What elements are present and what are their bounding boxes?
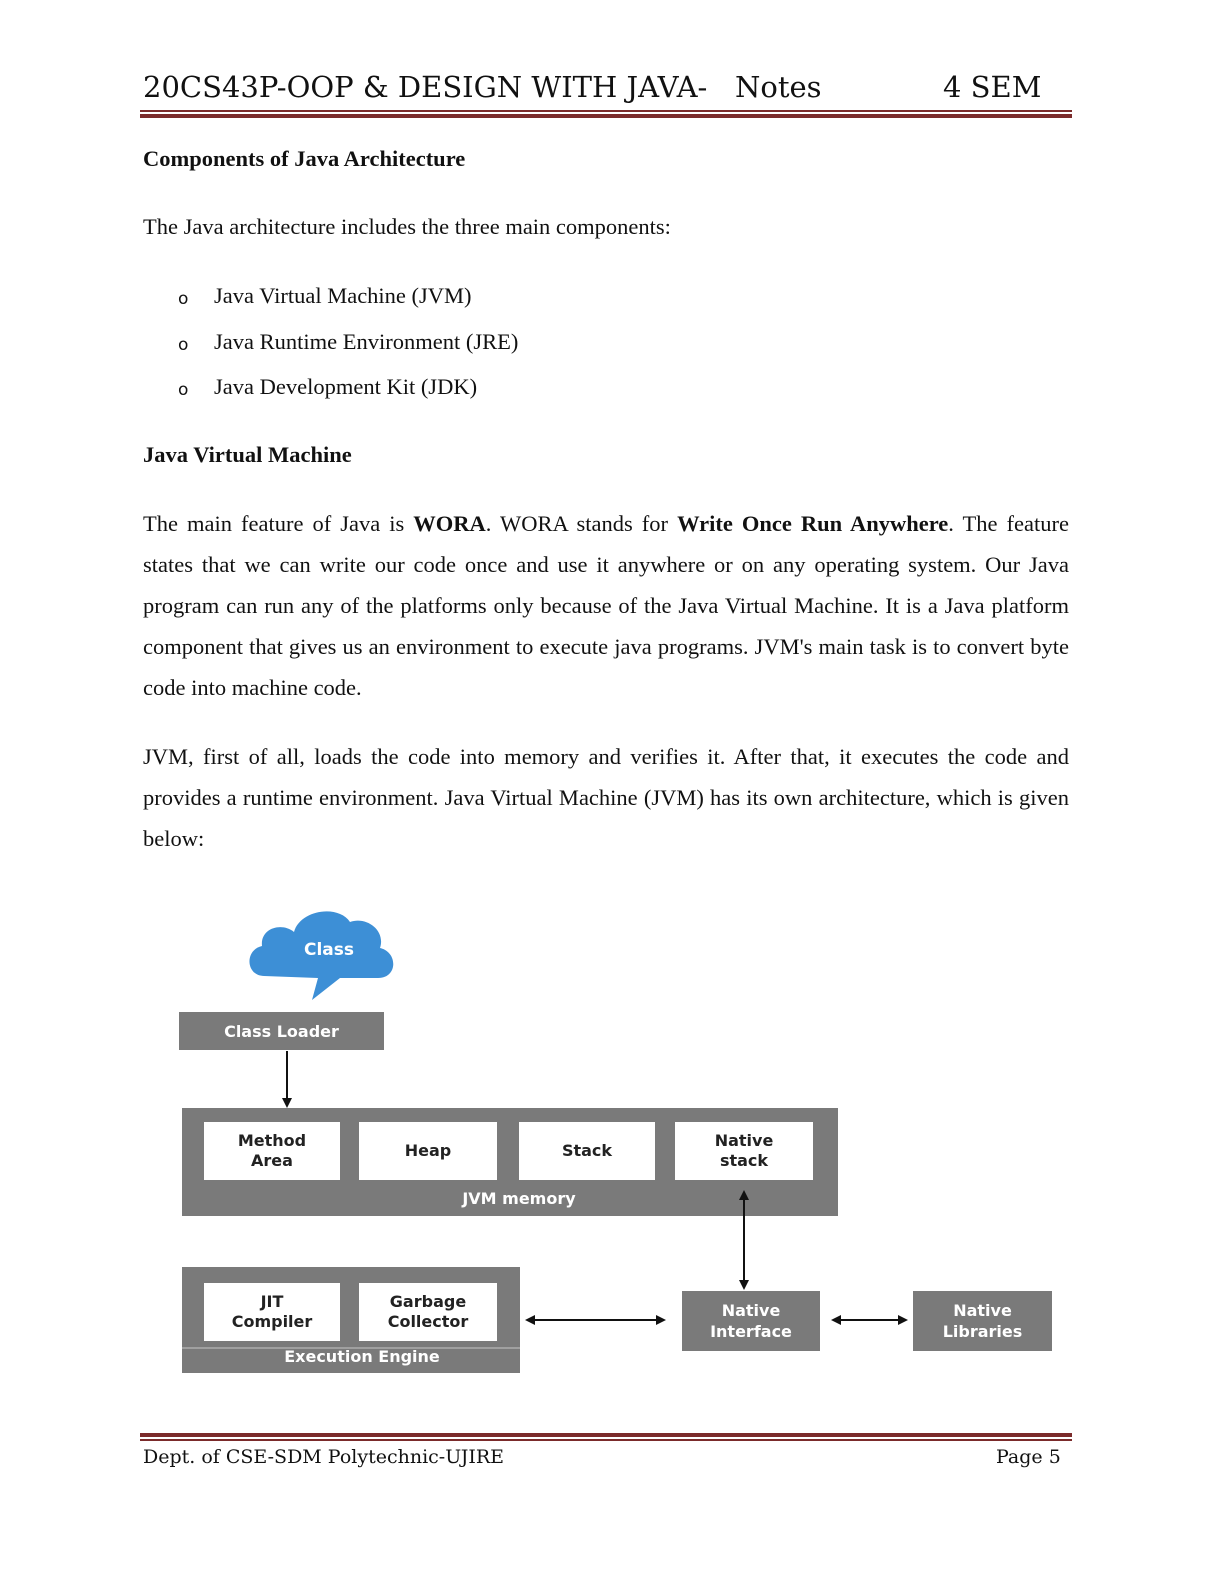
- header-semester: 4 SEM: [943, 70, 1042, 104]
- execution-engine-label: Execution Engine: [284, 1347, 440, 1366]
- box-label: Compiler: [231, 1312, 313, 1331]
- paragraph-text: The main feature of Java is: [143, 511, 414, 536]
- jvm-memory-label: JVM memory: [462, 1189, 576, 1208]
- paragraph-wora: The main feature of Java is WORA. WORA s…: [143, 503, 1069, 708]
- box-label: Libraries: [942, 1322, 1023, 1341]
- box-label: Method: [237, 1131, 307, 1150]
- bullet-marker: o: [178, 289, 189, 309]
- box-label: Native: [721, 1301, 781, 1320]
- footer-page-number: Page 5: [996, 1446, 1061, 1468]
- box-label: Collector: [387, 1312, 469, 1331]
- box-label: JIT: [260, 1292, 284, 1311]
- bold-term-write-once-run-anywhere: Write Once Run Anywhere: [677, 511, 949, 536]
- list-item: o Java Virtual Machine (JVM): [143, 282, 518, 328]
- engine-divider: [182, 1347, 520, 1349]
- footer-rule-thin: [140, 1439, 1072, 1441]
- header-title: 20CS43P-OOP & DESIGN WITH JAVA- Notes: [143, 70, 822, 104]
- box-label: Interface: [710, 1322, 792, 1341]
- box-label: Area: [251, 1151, 293, 1170]
- stack-box: Stack: [519, 1122, 655, 1180]
- box-label: Garbage: [389, 1292, 467, 1311]
- list-item-text: Java Runtime Environment (JRE): [214, 328, 519, 354]
- footer-rule-thick: [140, 1433, 1072, 1437]
- diagram-arrows: [282, 1051, 908, 1325]
- paragraph-jvm-loads: JVM, first of all, loads the code into m…: [143, 744, 1069, 851]
- bullet-marker: o: [178, 380, 189, 400]
- section-heading-components: Components of Java Architecture: [143, 146, 466, 171]
- cloud-icon: [249, 911, 394, 1000]
- list-item-text: Java Virtual Machine (JVM): [214, 283, 472, 308]
- intro-text: The Java architecture includes the three…: [143, 214, 671, 239]
- cloud-label: Class: [303, 940, 354, 960]
- box-label: stack: [719, 1151, 769, 1170]
- header-rule-thin: [140, 110, 1072, 112]
- footer-dept: Dept. of CSE-SDM Polytechnic-UJIRE: [143, 1446, 504, 1468]
- section-heading-jvm: Java Virtual Machine: [143, 442, 352, 467]
- bullet-marker: o: [178, 334, 189, 355]
- box-label: Native: [714, 1131, 774, 1150]
- class-loader-box: Class Loader: [179, 1012, 384, 1050]
- list-item: o Java Runtime Environment (JRE): [143, 328, 518, 374]
- box-label: Stack: [561, 1141, 613, 1160]
- paragraph-text: . WORA stands for: [485, 511, 678, 536]
- list-item: o Java Development Kit (JDK): [143, 373, 518, 419]
- box-label: Heap: [404, 1141, 452, 1160]
- header-rule-thick: [140, 114, 1072, 118]
- list-item-text: Java Development Kit (JDK): [214, 374, 478, 399]
- paragraph-text: . The feature states that we can write o…: [143, 511, 1069, 700]
- bold-term-wora: WORA: [413, 511, 486, 536]
- box-label: Native: [953, 1301, 1012, 1320]
- heap-box: Heap: [359, 1122, 497, 1180]
